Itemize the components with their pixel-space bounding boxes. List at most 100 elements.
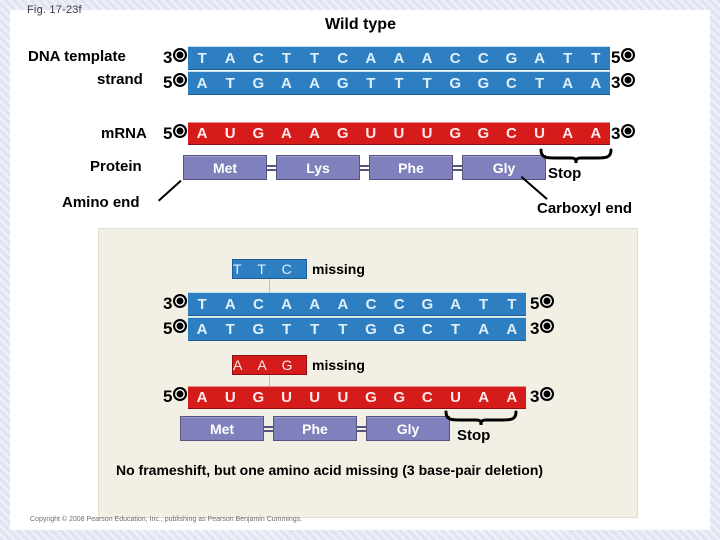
wt-dna-template-left-end: 3 (163, 47, 188, 67)
mut-mrna-right-end: 3 (530, 386, 555, 406)
mut-mrna-base-5: U (337, 389, 349, 406)
mut-protein-residue-1: Phe (273, 416, 357, 441)
wt-mrna-base-5: G (336, 125, 349, 142)
mut-dna-template-base-1: A (224, 295, 236, 313)
prime-icon (621, 124, 636, 138)
wt-mrna-right-end: 3 (611, 123, 636, 143)
mut-mrna-left-end: 5 (163, 387, 188, 405)
mut-mrna-base-9: U (450, 389, 461, 406)
mut-dna-coding-base-8: C (421, 320, 433, 338)
wt-mrna-base-9: G (449, 125, 462, 142)
mut-dna-template-left-end-digit: 3 (163, 293, 173, 313)
mut-dna-coding-base-1: T (225, 320, 235, 338)
mut-stop-label: Stop (457, 427, 491, 444)
prime-icon (173, 387, 188, 401)
mrna-label: mRNA (101, 125, 147, 142)
wt-mrna-base-11: C (506, 125, 517, 142)
wt-mrna-base-6: U (365, 125, 377, 142)
missing-rna-word: missing (312, 357, 365, 373)
mut-mrna-base-8: C (421, 389, 433, 406)
wt-dna-template-base-4: T (309, 49, 320, 67)
wt-mrna-left-end-digit: 5 (163, 123, 173, 143)
mut-mrna-base-2: G (252, 389, 265, 406)
wt-stop-brace (539, 148, 613, 165)
wt-dna-coding-base-2: G (252, 74, 265, 92)
wt-dna-template-base-10: C (477, 49, 489, 67)
wt-dna-template-base-12: A (534, 49, 545, 67)
prime-icon (621, 48, 636, 62)
wt-dna-coding-base-11: C (506, 74, 517, 92)
wt-dna-coding-base-8: T (422, 74, 432, 92)
mut-mrna-right-end-digit: 3 (530, 386, 540, 406)
wt-protein-peptide-bond-1 (360, 165, 369, 171)
wt-mrna-base-0: A (196, 125, 208, 142)
mut-dna-coding-base-6: G (365, 320, 377, 338)
mut-protein-peptide-bond-0 (264, 426, 273, 432)
wt-dna-template-base-13: T (563, 49, 573, 67)
mut-mrna-base-6: G (365, 389, 377, 406)
page-title: Wild type (325, 16, 396, 33)
prime-icon (173, 124, 188, 138)
wt-dna-coding-base-5: G (336, 74, 349, 92)
mut-dna-template-base-7: C (393, 295, 405, 313)
wt-protein-residue-3: Gly (462, 155, 546, 180)
wt-stop-label: Stop (548, 165, 582, 182)
mut-dna-template-base-2: C (252, 295, 264, 313)
wt-dna-coding-right-end-digit: 3 (611, 72, 621, 92)
mut-dna-template-base-8: G (421, 295, 434, 313)
wt-dna-template-base-1: A (224, 49, 236, 67)
mut-dna-template-base-11: T (507, 295, 517, 313)
copyright-notice: Copyright © 2008 Pearson Education, Inc.… (30, 516, 303, 523)
wt-dna-coding-base-7: T (394, 74, 404, 92)
figure-label: Fig. 17-23f (27, 4, 82, 16)
wt-dna-template-base-3: T (281, 49, 292, 67)
wt-dna-coding-base-6: T (366, 74, 376, 92)
mutant-caption: No frameshift, but one amino acid missin… (116, 462, 544, 478)
missing-rna-tick (269, 375, 270, 389)
dna-template-label-line2: strand (97, 71, 143, 88)
wt-mrna-left-end: 5 (163, 123, 188, 143)
wt-mrna-base-7: U (393, 125, 405, 142)
mut-dna-coding-base-2: G (252, 320, 265, 338)
protein-label: Protein (90, 158, 142, 175)
mut-dna-template-base-3: A (281, 295, 292, 313)
wt-mrna-base-12: U (534, 125, 545, 142)
mut-dna-coding-base-10: A (478, 320, 490, 338)
wt-protein-residue-2: Phe (369, 155, 453, 180)
prime-icon (540, 319, 555, 333)
wt-dna-coding-base-4: A (309, 74, 320, 92)
wt-dna-template-base-11: G (505, 49, 518, 67)
wt-dna-template-right-end-digit: 5 (611, 47, 621, 67)
mut-dna-coding-left-end: 5 (163, 319, 188, 337)
wt-dna-coding-base-1: T (225, 74, 235, 92)
wt-mrna-base-4: A (309, 125, 320, 142)
mut-protein-residue-0: Met (180, 416, 264, 441)
mut-dna-template-left-end: 3 (163, 293, 188, 313)
mut-dna-coding-base-3: T (281, 320, 292, 338)
wt-protein-residue-0: Met (183, 155, 267, 180)
mut-dna-coding-base-7: G (393, 320, 405, 338)
prime-icon (173, 48, 188, 62)
wt-dna-template-left-end-digit: 3 (163, 47, 173, 67)
mut-mrna-base-4: U (309, 389, 321, 406)
prime-icon (173, 73, 188, 87)
wt-mrna-base-13: A (562, 125, 574, 142)
mut-protein-residue-2: Gly (366, 416, 450, 441)
wt-mrna-right-end-digit: 3 (611, 123, 621, 143)
wt-dna-coding-right-end: 3 (611, 72, 636, 92)
mut-mrna-base-11: A (506, 389, 518, 406)
mut-dna-coding-base-0: A (196, 320, 208, 338)
missing-dna-base-0: T (233, 261, 242, 277)
wt-dna-coding-base-13: A (562, 74, 574, 92)
wt-mrna-base-8: U (421, 125, 433, 142)
mutant-panel (98, 228, 638, 518)
wt-dna-template-base-6: A (365, 49, 377, 67)
wt-dna-coding-base-3: A (281, 74, 292, 92)
mut-mrna-base-0: A (196, 389, 208, 406)
wt-mrna-base-1: U (224, 125, 236, 142)
